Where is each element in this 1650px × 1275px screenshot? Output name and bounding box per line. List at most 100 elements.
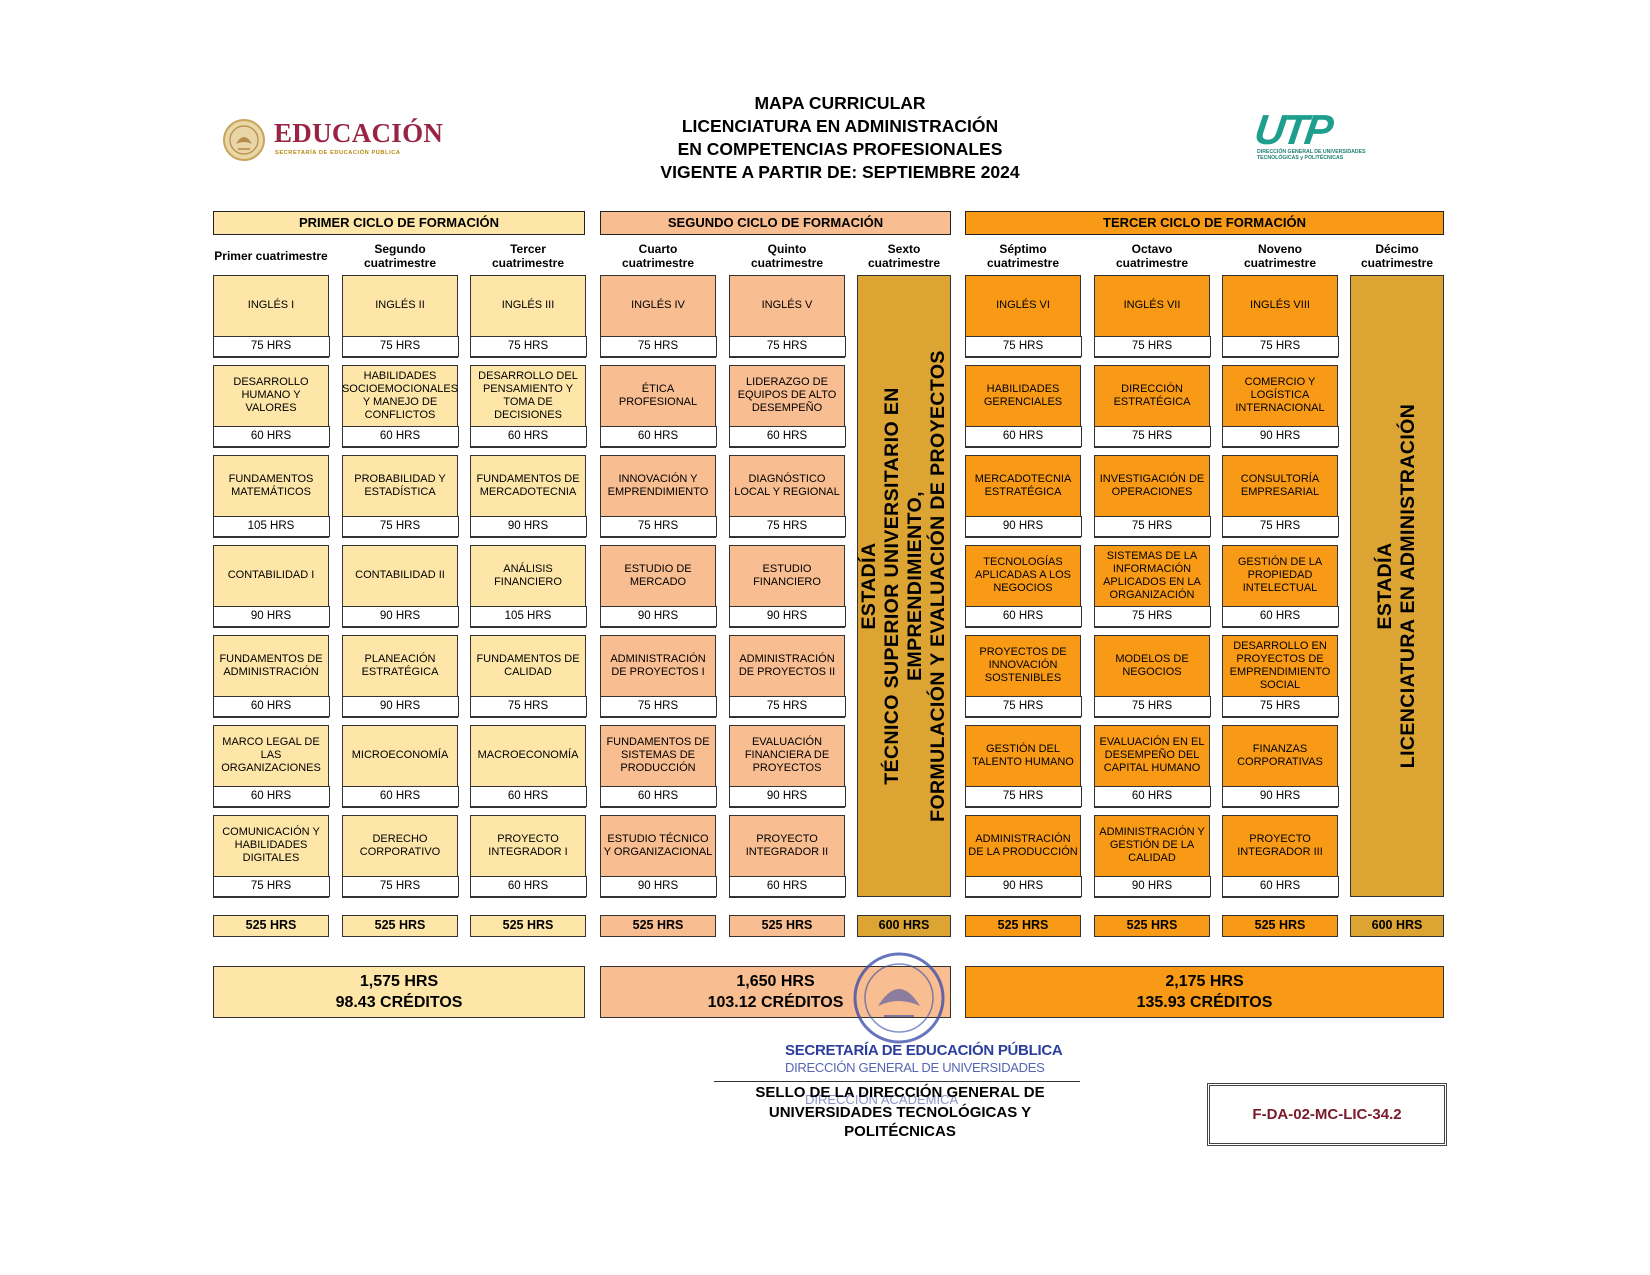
term-label-line: Noveno	[1257, 242, 1302, 256]
cycle-total-credits: 135.93 CRÉDITOS	[1136, 994, 1273, 1011]
logo-subtitle: SECRETARÍA DE EDUCACIÓN PÚBLICA	[275, 150, 401, 156]
term-total: 600 HRS	[1350, 915, 1444, 937]
subject-hours: 90 HRS	[469, 516, 587, 537]
subject-name: MERCADOTECNIA ESTRATÉGICA	[974, 472, 1072, 498]
subject-name: DIAGNÓSTICO LOCAL Y REGIONAL	[734, 472, 840, 498]
stay-title-line: FORMULACIÓN Y EVALUACIÓN DE PROYECTOS	[927, 350, 949, 822]
subject-name: INGLÉS VI	[996, 299, 1050, 311]
subject-name: SISTEMAS DE LA INFORMACIÓN APLICADOS EN …	[1103, 549, 1201, 601]
subject-hours: 60 HRS	[728, 426, 846, 447]
subject-hours: 75 HRS	[1093, 696, 1211, 717]
title-line: MAPA CURRICULAR	[754, 93, 926, 113]
subject-hours: 75 HRS	[341, 876, 459, 897]
term-total: 600 HRS	[857, 915, 951, 937]
logo-subtitle: DIRECCIÓN GENERAL DE UNIVERSIDADES TECNO…	[1257, 149, 1366, 161]
subject-hours: 60 HRS	[212, 426, 330, 447]
title-line: EN COMPETENCIAS PROFESIONALES	[677, 139, 1003, 159]
cycle-total: 1,575 HRS 98.43 CRÉDITOS	[213, 966, 585, 1018]
subject-name: DIRECCIÓN ESTRATÉGICA	[1113, 382, 1191, 408]
cycle-header: PRIMER CICLO DE FORMACIÓN	[213, 211, 585, 235]
subject-card: SISTEMAS DE LA INFORMACIÓN APLICADOS EN …	[1093, 545, 1211, 628]
subject-name: ESTUDIO FINANCIERO	[753, 562, 821, 588]
subject-hours: 75 HRS	[341, 516, 459, 537]
subject-card: DERECHO CORPORATIVO 75 HRS	[341, 815, 459, 898]
logo-subtitle-line: DIRECCIÓN GENERAL DE UNIVERSIDADES	[1257, 149, 1366, 155]
cycle-total-hours: 1,575 HRS	[359, 973, 439, 990]
subject-name: GESTIÓN DE LA PROPIEDAD INTELECTUAL	[1237, 556, 1323, 594]
subject-name: INGLÉS IV	[631, 299, 685, 311]
subject-name: INGLÉS III	[501, 299, 555, 311]
subject-hours: 90 HRS	[964, 876, 1082, 897]
term-label-line: cuatrimestre	[621, 256, 695, 270]
subject-hours: 105 HRS	[469, 606, 587, 627]
term-label-line: cuatrimestre	[491, 256, 565, 270]
subject-card: INGLÉS III 75 HRS	[469, 275, 587, 358]
subject-hours: 60 HRS	[212, 696, 330, 717]
subject-name: ESTUDIO TÉCNICO Y ORGANIZACIONAL	[603, 832, 713, 858]
subject-hours: 75 HRS	[964, 336, 1082, 357]
subject-name: PROYECTOS DE INNOVACIÓN SOSTENIBLES	[979, 646, 1067, 684]
subject-hours: 60 HRS	[212, 786, 330, 807]
subject-name: DESARROLLO HUMANO Y VALORES	[233, 376, 309, 414]
subject-name: FUNDAMENTOS DE ADMINISTRACIÓN	[219, 652, 323, 678]
subject-hours: 60 HRS	[1221, 606, 1339, 627]
subject-hours: 75 HRS	[212, 876, 330, 897]
term-total: 525 HRS	[729, 915, 845, 937]
term-label-line: Sexto	[887, 242, 921, 256]
subject-card: GESTIÓN DE LA PROPIEDAD INTELECTUAL 60 HR…	[1221, 545, 1339, 628]
term-label-text: Primer cuatrimestre	[214, 249, 327, 263]
term-label-line: cuatrimestre	[986, 256, 1060, 270]
document-code: F-DA-02-MC-LIC-34.2	[1207, 1083, 1447, 1146]
stamp-text: DIRECCIÓN ACADÉMICA	[805, 1092, 959, 1107]
official-stamp-icon	[853, 952, 945, 1044]
subject-hours: 75 HRS	[212, 336, 330, 357]
logo-subtitle-line: TECNOLÓGICAS y POLITÉCNICAS	[1257, 155, 1344, 161]
subject-hours: 60 HRS	[1093, 786, 1211, 807]
subject-hours: 75 HRS	[1093, 606, 1211, 627]
subject-hours: 90 HRS	[341, 606, 459, 627]
subject-hours: 90 HRS	[728, 606, 846, 627]
subject-name: DERECHO CORPORATIVO	[359, 832, 441, 858]
stay-title-line: ESTADÍA	[858, 542, 880, 630]
subject-hours: 75 HRS	[469, 336, 587, 357]
subject-hours: 60 HRS	[469, 876, 587, 897]
eagle-seal-icon	[223, 119, 265, 161]
subject-name: INGLÉS II	[375, 299, 425, 311]
subject-name: COMERCIO Y LOGÍSTICA INTERNACIONAL	[1235, 376, 1325, 414]
term-label-line: Tercer	[510, 242, 546, 256]
subject-hours: 60 HRS	[599, 426, 717, 447]
page-title: MAPA CURRICULAR LICENCIATURA EN ADMINIST…	[560, 92, 1120, 184]
cycle-total-credits: 98.43 CRÉDITOS	[335, 994, 463, 1011]
subject-name: INGLÉS VIII	[1250, 299, 1310, 311]
subject-name: CONSULTORÍA EMPRESARIAL	[1240, 472, 1320, 498]
subject-hours: 75 HRS	[728, 696, 846, 717]
subject-hours: 75 HRS	[599, 516, 717, 537]
term-label: Primer cuatrimestre	[205, 239, 337, 273]
